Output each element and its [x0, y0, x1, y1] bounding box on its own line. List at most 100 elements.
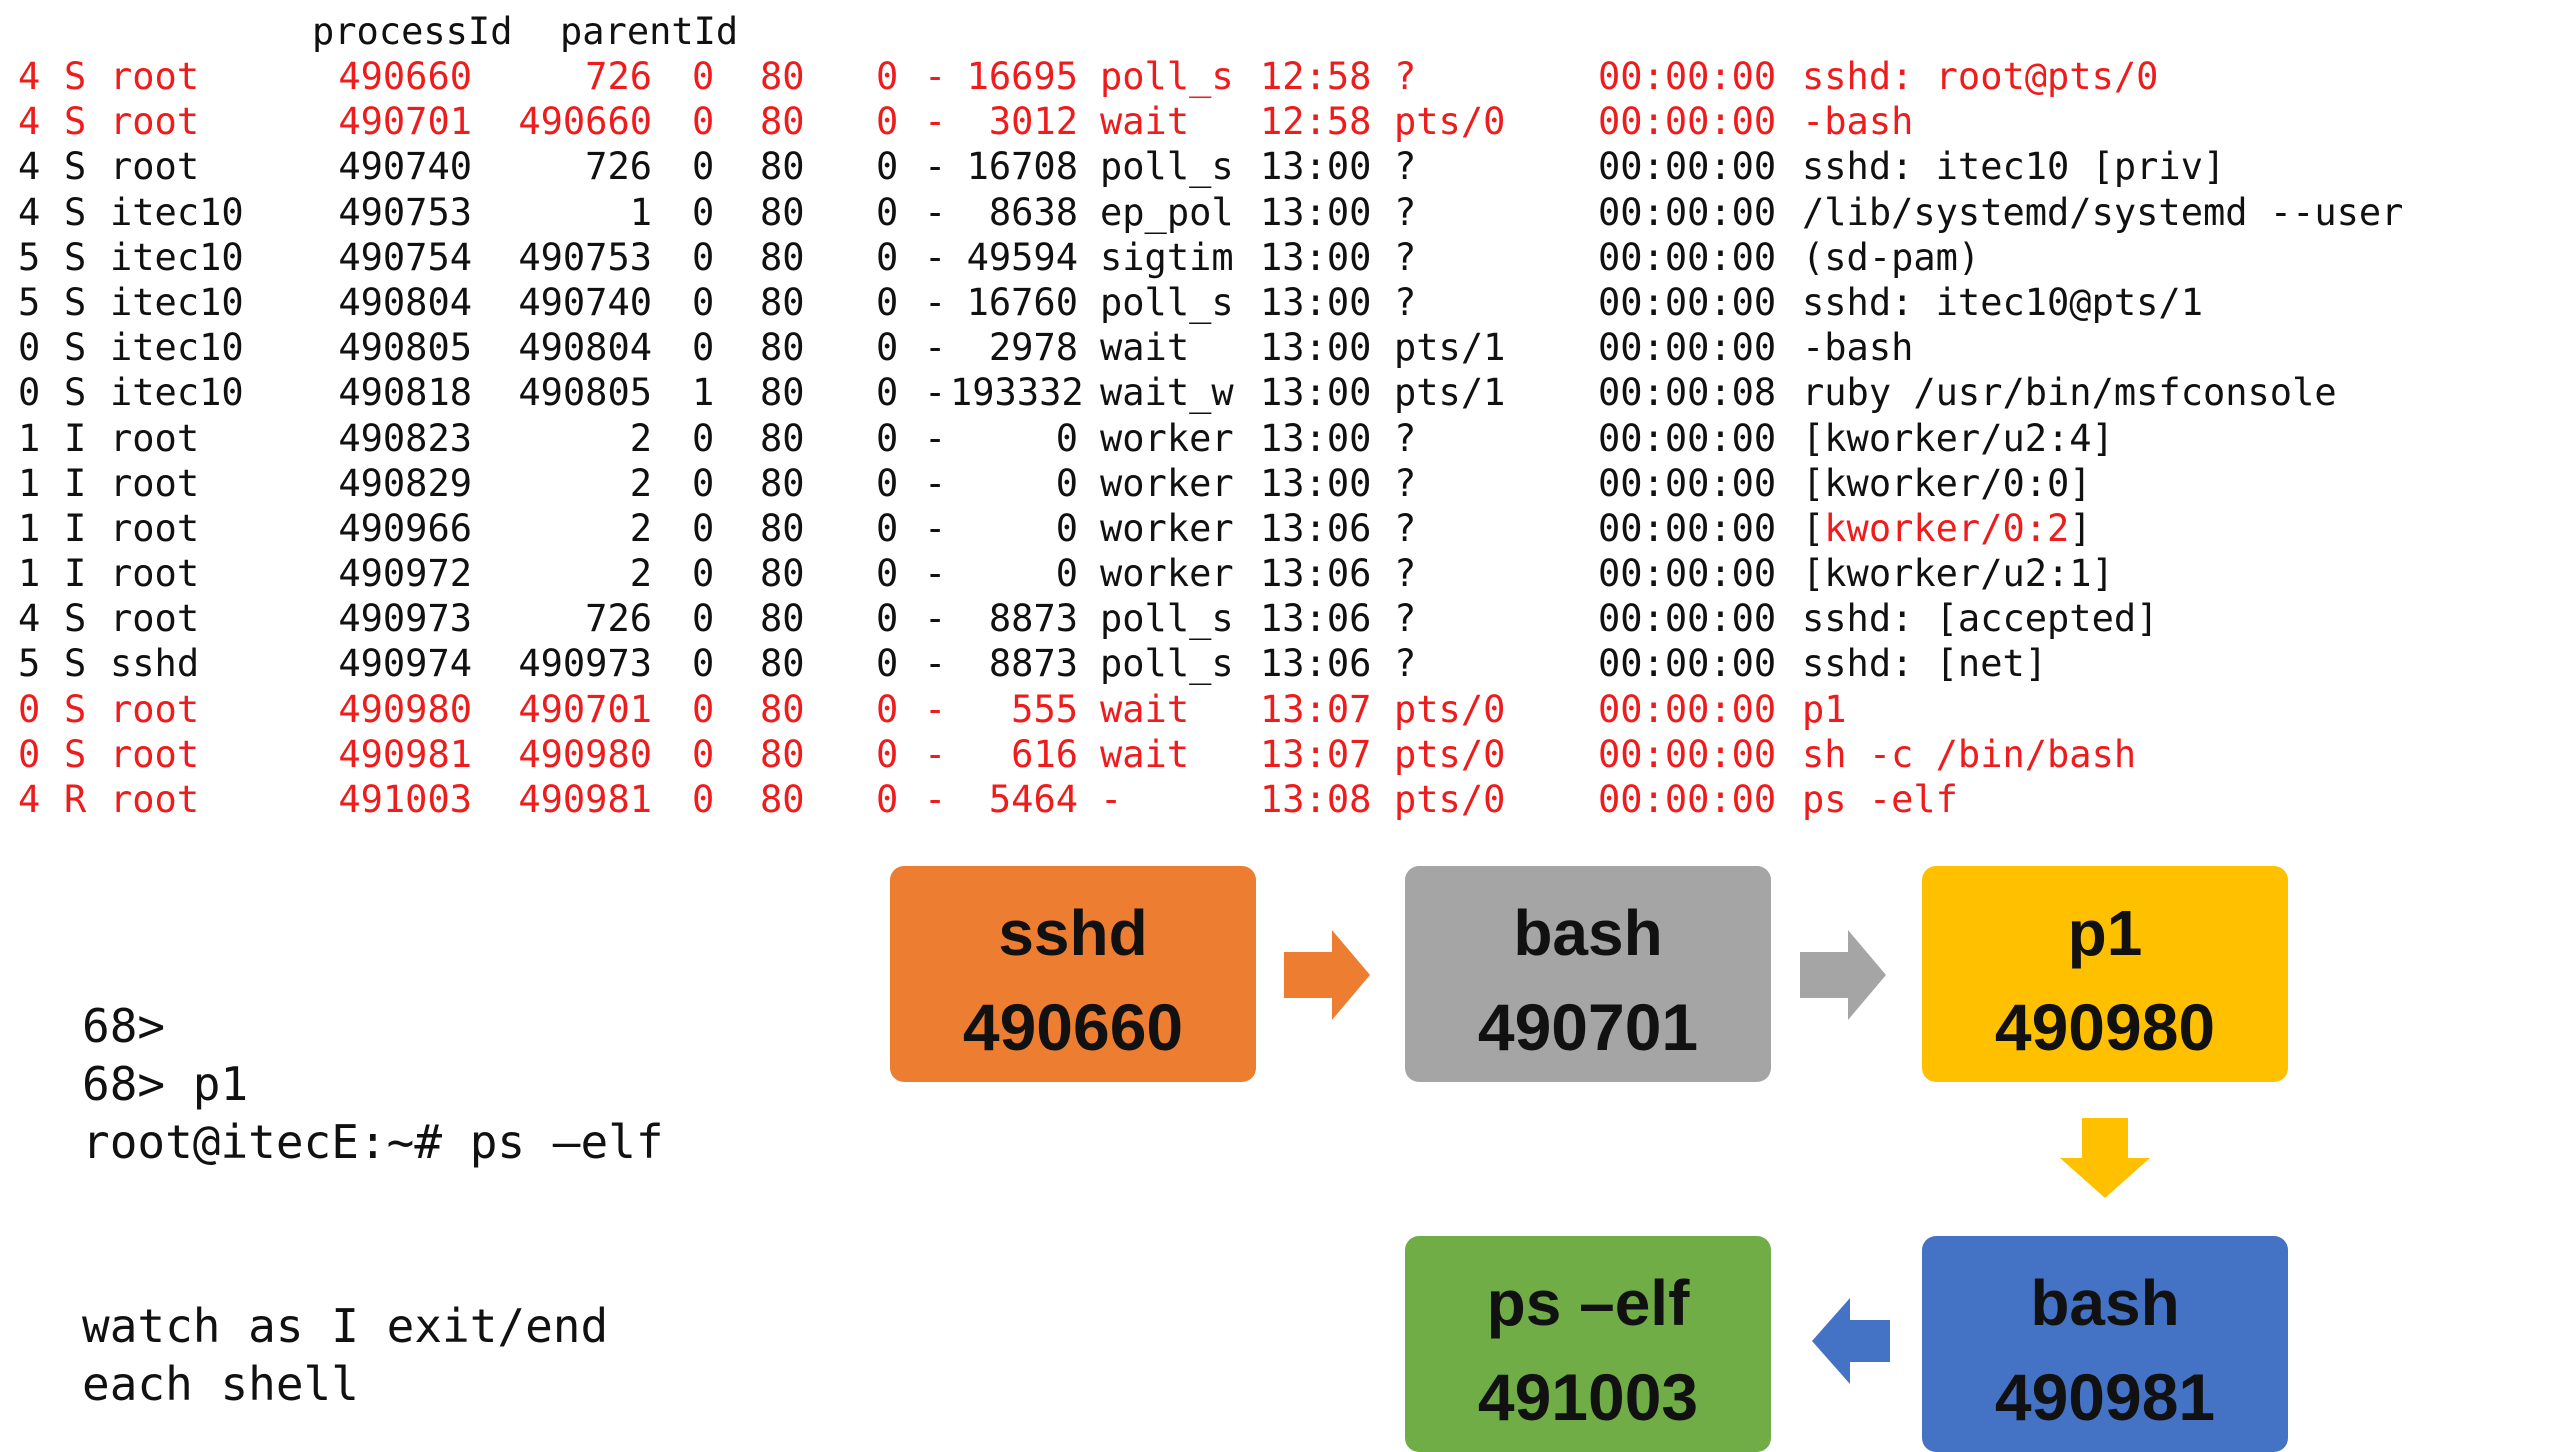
- cmd-part: [: [1802, 506, 1825, 550]
- process-box-bash-child: bash 490981: [1922, 1236, 2288, 1452]
- process-id: 490981: [1994, 1360, 2216, 1434]
- process-id: 490701: [1477, 990, 1699, 1064]
- cell-s: I: [64, 416, 87, 460]
- cell-sz: 49594: [966, 235, 1078, 279]
- cell-pid: 490740: [338, 145, 472, 189]
- cell-ppid: 726: [585, 55, 652, 98]
- cell-cmd: sshd: root@pts/0: [1802, 55, 2159, 98]
- cell-uid: sshd: [110, 642, 200, 686]
- cell-ni: 0: [876, 416, 899, 460]
- cell-tty: pts/0: [1394, 687, 1506, 731]
- cell-pri: 80: [760, 280, 805, 324]
- cell-tty: ?: [1394, 506, 1417, 550]
- cell-f: 4: [18, 55, 41, 98]
- cell-sz: 193332: [950, 371, 1084, 415]
- cell-time: 00:00:00: [1598, 416, 1777, 460]
- cell-time: 00:00:00: [1598, 280, 1777, 324]
- cell-stime: 13:07: [1260, 732, 1372, 776]
- cell-pid: 490805: [338, 326, 472, 370]
- cell-f: 4: [18, 190, 41, 234]
- cell-f: 4: [18, 597, 41, 641]
- cell-uid: root: [110, 145, 200, 189]
- cell-cmd: [kworker/u2:1]: [1802, 552, 2114, 596]
- cell-pid: 490753: [338, 190, 472, 234]
- cell-pid: 490660: [338, 55, 472, 98]
- cell-sz: 16760: [966, 280, 1078, 324]
- terminal-line: 68>: [82, 999, 166, 1053]
- cell-sz: 16695: [966, 55, 1078, 98]
- cell-time: 00:00:00: [1598, 506, 1777, 550]
- cell-tty: ?: [1394, 235, 1417, 279]
- arrow-down-icon: [2060, 1118, 2150, 1198]
- cell-pid: 490823: [338, 416, 472, 460]
- cell-ni: 0: [876, 326, 899, 370]
- cell-wchan: ep_pol: [1100, 190, 1234, 234]
- cell-f: 1: [18, 552, 41, 596]
- cell-addr: -: [924, 280, 947, 324]
- process-name: bash: [1513, 897, 1663, 969]
- cell-cmd: [kworker/0:0]: [1802, 461, 2092, 505]
- cell-ppid: 2: [629, 461, 652, 505]
- cell-ni: 0: [876, 506, 899, 550]
- cell-ppid: 2: [629, 416, 652, 460]
- cell-f: 5: [18, 642, 41, 686]
- cell-s: S: [64, 371, 87, 415]
- cell-tty: ?: [1394, 55, 1417, 98]
- cell-pid: 490818: [338, 371, 472, 415]
- cell-time: 00:00:00: [1598, 235, 1777, 279]
- cell-f: 4: [18, 100, 41, 144]
- cell-sz: 8638: [988, 190, 1078, 234]
- cell-pri: 80: [760, 597, 805, 641]
- cell-ni: 0: [876, 778, 899, 821]
- cell-time: 00:00:00: [1598, 190, 1777, 234]
- cell-ppid: 2: [629, 552, 652, 596]
- cell-stime: 13:00: [1260, 416, 1372, 460]
- cell-addr: -: [924, 461, 947, 505]
- arrow-right-icon: [1284, 930, 1370, 1020]
- cell-sz: 8873: [988, 597, 1078, 641]
- cell-f: 0: [18, 326, 41, 370]
- cell-f: 0: [18, 732, 41, 776]
- cell-cmd: [kworker/0:2]: [1802, 506, 2092, 551]
- cell-addr: -: [924, 506, 947, 550]
- process-id: 490980: [1994, 990, 2216, 1064]
- cell-pid: 490829: [338, 461, 472, 505]
- cell-f: 1: [18, 461, 41, 505]
- cell-time: 00:00:00: [1598, 552, 1777, 596]
- cell-pid: 490754: [338, 235, 472, 279]
- cell-pid: 490804: [338, 280, 472, 324]
- cell-time: 00:00:00: [1598, 778, 1777, 821]
- cell-pid: 490701: [338, 100, 472, 144]
- cell-sz: 0: [1055, 506, 1078, 550]
- cell-ppid: 1: [629, 190, 652, 234]
- cell-wchan: wait_w: [1100, 371, 1234, 415]
- cell-c: 0: [692, 100, 715, 144]
- cell-c: 0: [692, 461, 715, 505]
- cell-wchan: wait: [1100, 687, 1190, 731]
- header-process-id: processId: [312, 10, 513, 53]
- cell-s: S: [64, 55, 87, 98]
- cell-uid: root: [110, 461, 200, 505]
- cell-ppid: 490981: [518, 778, 652, 821]
- cell-pri: 80: [760, 100, 805, 144]
- cell-s: R: [64, 778, 87, 821]
- cell-cmd: sshd: [accepted]: [1802, 597, 2159, 641]
- cell-c: 0: [692, 416, 715, 460]
- cell-cmd: ps -elf: [1802, 778, 1958, 821]
- cell-uid: itec10: [110, 326, 244, 370]
- cell-addr: -: [924, 55, 947, 98]
- cell-c: 0: [692, 687, 715, 731]
- cell-ni: 0: [876, 732, 899, 776]
- cell-tty: pts/0: [1394, 732, 1506, 776]
- cell-pri: 80: [760, 326, 805, 370]
- cell-f: 0: [18, 687, 41, 731]
- terminal-line: root@itecE:~# ps –elf: [82, 1115, 664, 1169]
